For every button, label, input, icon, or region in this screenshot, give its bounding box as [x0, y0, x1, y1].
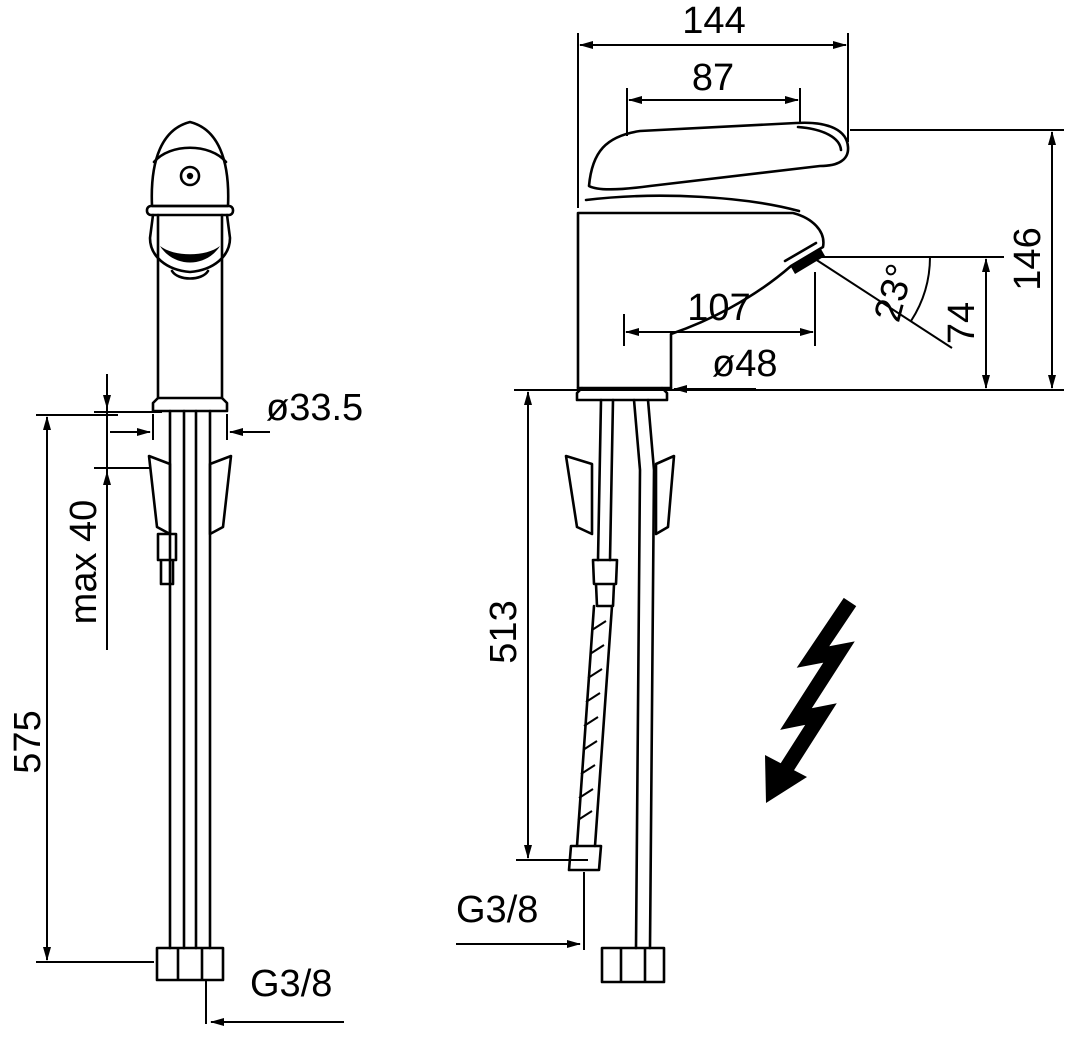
handle-button-dot: [186, 172, 194, 180]
spout-nose: [148, 213, 232, 274]
dim-side-total-height-label: 146: [1007, 227, 1049, 290]
lightning-bolt-icon: [765, 597, 857, 803]
side-view-faucet: [514, 121, 1064, 984]
flex-hose: [575, 604, 614, 848]
dim-side-lever-length-label: 87: [692, 57, 734, 99]
clamp-side-right: [654, 454, 676, 536]
side-view: 144 87 107 ø48 23° 74: [456, 0, 1064, 984]
clamp-left: [147, 454, 172, 536]
lightning-bolt-arrowhead: [765, 755, 807, 803]
angle-arc: [910, 256, 931, 322]
front-view: ø33.5 max 40 575 G3/8: [7, 120, 363, 1026]
dim-front-hose-length: 575: [7, 414, 154, 963]
angle-reference-slanted: [811, 256, 953, 349]
dim-side-hose-length: 513: [483, 391, 588, 861]
dim-front-connection-thread: G3/8: [205, 963, 344, 1026]
dim-side-base-diameter: ø48: [673, 343, 777, 393]
base-flange-side: [575, 386, 673, 402]
body-sides: [156, 213, 224, 400]
dim-side-total-length-label: 144: [682, 0, 745, 42]
dim-side-spout-reach-label: 107: [687, 287, 750, 329]
cap-ring: [145, 204, 235, 217]
handle-button: [179, 165, 201, 187]
cartridge-dome: [584, 194, 801, 213]
pipe-copper: [632, 398, 656, 950]
dim-side-outlet-height: 74: [941, 258, 990, 389]
dim-front-max-mounting-thickness: max 40: [63, 374, 162, 650]
aerator-line: [783, 241, 818, 263]
dim-front-body-diameter: ø33.5: [110, 387, 363, 440]
flex-connector: [591, 558, 619, 608]
flex-end-fitting: [567, 844, 603, 872]
dim-side-outlet-height-label: 74: [941, 302, 983, 344]
clamp-right: [208, 454, 233, 536]
dim-front-body-diameter-label: ø33.5: [266, 387, 363, 429]
pipe-flex-top: [596, 398, 615, 562]
bottom-nut: [155, 946, 225, 982]
dim-side-connection-thread-label: G3/8: [456, 889, 538, 931]
dim-side-total-length: 144: [577, 0, 849, 208]
dim-side-total-height: 146: [850, 129, 1064, 389]
flex-hose-braid: [577, 620, 607, 821]
bottom-nut-side: [600, 946, 666, 984]
aerator-lip: [170, 269, 210, 280]
dim-side-base-diameter-label: ø48: [712, 343, 777, 385]
dim-side-lever-length: 87: [626, 57, 801, 136]
lever-outline: [587, 121, 850, 191]
dim-side-hose-length-label: 513: [483, 600, 525, 663]
lightning-bolt-shaft: [777, 597, 857, 777]
clamp-side-left: [564, 454, 594, 536]
supply-pipes: [168, 409, 212, 950]
dim-side-spout-reach: 107: [623, 272, 816, 346]
front-view-faucet: [145, 120, 235, 982]
dim-side-connection-thread: G3/8: [456, 872, 585, 950]
aerator-slot: [791, 249, 825, 274]
dim-front-max-mounting-thickness-label: max 40: [63, 500, 105, 625]
clamp-nut: [156, 532, 178, 586]
handle-dome-seam: [152, 146, 228, 164]
dim-front-connection-thread-label: G3/8: [250, 963, 332, 1005]
lever-tip-line: [796, 125, 843, 152]
base-flange: [151, 396, 229, 413]
spout-shadow: [160, 246, 220, 263]
handle-dome-outline: [150, 120, 230, 208]
dim-front-hose-length-label: 575: [7, 710, 49, 773]
body-spout-outline: [576, 211, 825, 390]
